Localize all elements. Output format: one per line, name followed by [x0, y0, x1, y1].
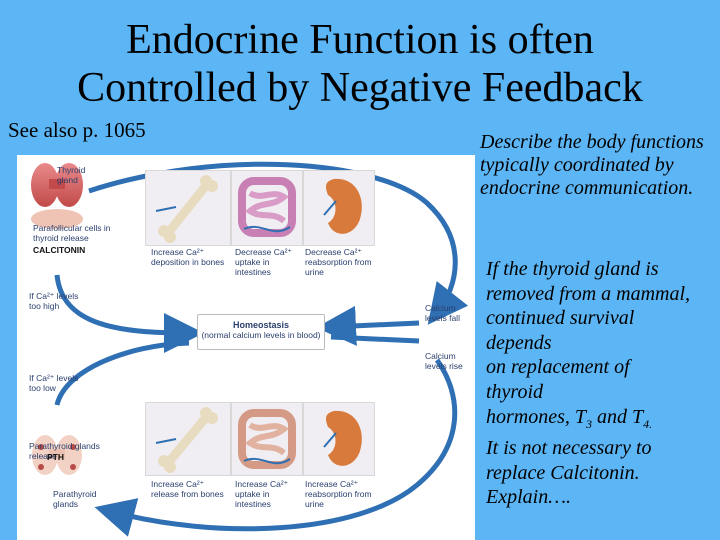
bone-icon: [155, 407, 218, 473]
pth-label: PTH: [47, 452, 64, 462]
t4-subscript: 4.: [643, 416, 653, 431]
kidney-icon: [323, 410, 362, 466]
calcium-falls-label: Calcium levels fall: [425, 303, 460, 323]
feedback-loop-drawing: [31, 161, 469, 537]
calcitonin-label: CALCITONIN: [33, 245, 86, 255]
kidney-panel-top: [303, 170, 375, 246]
bottom-effect-bone: Increase Ca²⁺ release from bones: [151, 479, 224, 499]
parafollicular-label: Parafollicular cells in thyroid release: [33, 223, 111, 243]
thyroid-gland-label: Thyroid gland: [57, 165, 86, 185]
thyroid-line: hormones, T3 and T4.: [486, 405, 716, 437]
kidney-icon: [323, 178, 362, 234]
parathyroid-release-label: Parathyroid glands release: [29, 441, 100, 461]
top-effect-kidney: Decrease Ca²⁺ reabsorption from urine: [305, 247, 372, 277]
bottom-effect-kidney: Increase Ca²⁺ reabsorption from urine: [305, 479, 372, 509]
bone-panel-top: [145, 170, 231, 246]
ca-too-high-label: If Ca²⁺ levels too high: [29, 291, 79, 311]
thyroid-line: on replacement of: [486, 356, 630, 379]
thyroid-line: continued survival: [486, 307, 635, 330]
title-line-2: Controlled by Negative Feedback: [77, 65, 643, 111]
top-effect-bone: Increase Ca²⁺ deposition in bones: [151, 247, 225, 267]
hormones-text: hormones, T: [486, 405, 587, 428]
intestine-panel-top: [231, 170, 303, 246]
t3-subscript: 3: [586, 416, 593, 431]
right-rise-arrow: [94, 358, 458, 537]
ca-too-low-label: If Ca²⁺ levels too low: [29, 373, 79, 393]
homeostasis-box: Homeostasis (normal calcium levels in bl…: [197, 314, 325, 350]
top-effect-intestine: Decrease Ca²⁺ uptake in intestines: [235, 247, 292, 277]
homeostasis-sublabel: (normal calcium levels in blood): [201, 330, 321, 340]
thyroid-line: If the thyroid gland is: [486, 258, 659, 280]
homeostasis-label: Homeostasis: [232, 320, 290, 330]
bone-panel-bottom: [145, 402, 231, 476]
thyroid-line: thyroid: [486, 380, 544, 403]
thyroid-gland-icon: [31, 163, 83, 229]
intestine-icon: [238, 409, 296, 469]
parathyroid-gland-icon: [32, 435, 82, 475]
and-t-text: and T: [592, 405, 644, 428]
thyroid-line: Explain….: [486, 486, 571, 509]
calcium-rises-label: Calcium levels rise: [425, 351, 463, 371]
bottom-effect-intestine: Increase Ca²⁺ uptake in intestines: [235, 479, 289, 509]
calcium-rise-arrow: [330, 334, 420, 344]
intestine-panel-bottom: [231, 402, 303, 476]
slide-title: Endocrine Function is often Controlled b…: [0, 16, 720, 112]
thyroid-question: If the thyroid gland is removed from a m…: [486, 257, 716, 510]
left-low-arrow: [54, 340, 190, 406]
bone-icon: [155, 175, 218, 243]
thyroid-line: replace Calcitonin.: [486, 461, 640, 484]
describe-prompt: Describe the body functions typically co…: [480, 131, 704, 199]
left-high-arrow: [54, 274, 204, 353]
thyroid-line: It is not necessary to: [486, 437, 652, 460]
kidney-panel-bottom: [303, 402, 375, 476]
intestine-icon: [238, 177, 296, 237]
thyroid-line: depends: [486, 331, 552, 354]
calcium-feedback-figure: Thyroid gland Parafollicular cells in th…: [17, 155, 475, 540]
parathyroid-glands-label: Parathyroid glands: [53, 489, 97, 509]
top-loop-arrow: [88, 161, 469, 325]
see-also-note: See also p. 1065: [8, 118, 146, 142]
calcium-fall-arrow: [316, 305, 420, 346]
title-line-1: Endocrine Function is often: [126, 17, 594, 63]
thyroid-line: removed from a mammal,: [486, 282, 691, 305]
